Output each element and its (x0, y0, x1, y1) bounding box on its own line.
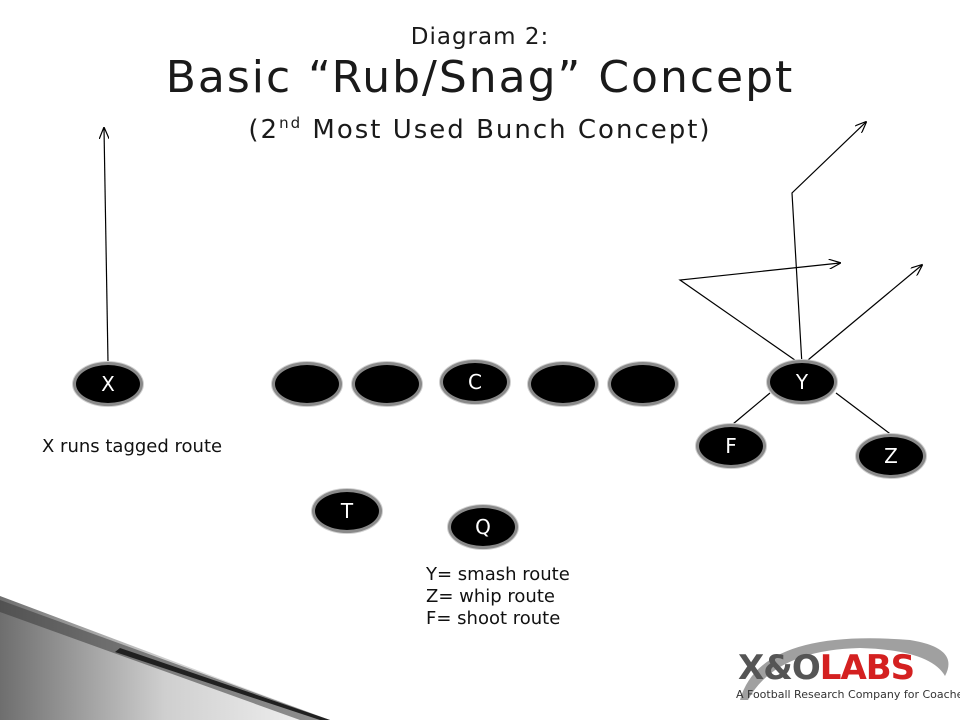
z-whip-route (801, 265, 922, 366)
player-y: Y (767, 360, 837, 404)
y-route-note: Y= smash route (426, 564, 570, 585)
decorative-swoosh-dark (0, 600, 330, 720)
player-c-label: C (468, 370, 482, 394)
player-z-label: Z (884, 444, 898, 468)
z-route-note: Z= whip route (426, 586, 555, 607)
xo-labs-logo: X&OLABS (738, 648, 915, 688)
player-y-label: Y (795, 370, 809, 394)
player-center: C (440, 360, 510, 404)
subtitle-superscript: nd (279, 114, 303, 132)
player-q-label: Q (475, 515, 491, 539)
logo-labs-text: LABS (819, 648, 915, 688)
player-x: X (73, 362, 143, 406)
f-shoot-route (678, 263, 840, 366)
player-q: Q (448, 505, 518, 549)
x-route-note: X runs tagged route (42, 436, 223, 457)
f-route-note: F= shoot route (426, 608, 561, 629)
player-f-label: F (725, 434, 737, 458)
subtitle-prefix: (2 (248, 115, 280, 145)
right-tackle (608, 362, 678, 406)
decorative-swoosh-gray (0, 596, 330, 720)
player-f: F (696, 424, 766, 468)
logo-xo-text: X&O (738, 648, 821, 688)
logo-swoosh (740, 638, 949, 700)
left-tackle (272, 362, 342, 406)
x-route-line (104, 128, 108, 363)
player-z: Z (856, 434, 926, 478)
right-guard (528, 362, 598, 406)
logo-tagline: A Football Research Company for Coaches (736, 688, 960, 701)
diagram-subtitle: (2nd Most Used Bunch Concept) (0, 114, 960, 145)
subtitle-suffix: Most Used Bunch Concept) (302, 115, 712, 145)
y-smash-route (791, 122, 866, 366)
y-to-f-connector (732, 392, 771, 425)
player-t: T (312, 489, 382, 533)
player-t-label: T (340, 499, 354, 523)
diagram-title: Basic “Rub/Snag” Concept (165, 52, 795, 103)
left-guard (352, 362, 422, 406)
diagram-number: Diagram 2: (410, 24, 550, 50)
player-x-label: X (101, 372, 115, 396)
route-legend: Y= smash route Z= whip route F= shoot ro… (426, 564, 570, 630)
y-to-z-connector (835, 392, 894, 437)
